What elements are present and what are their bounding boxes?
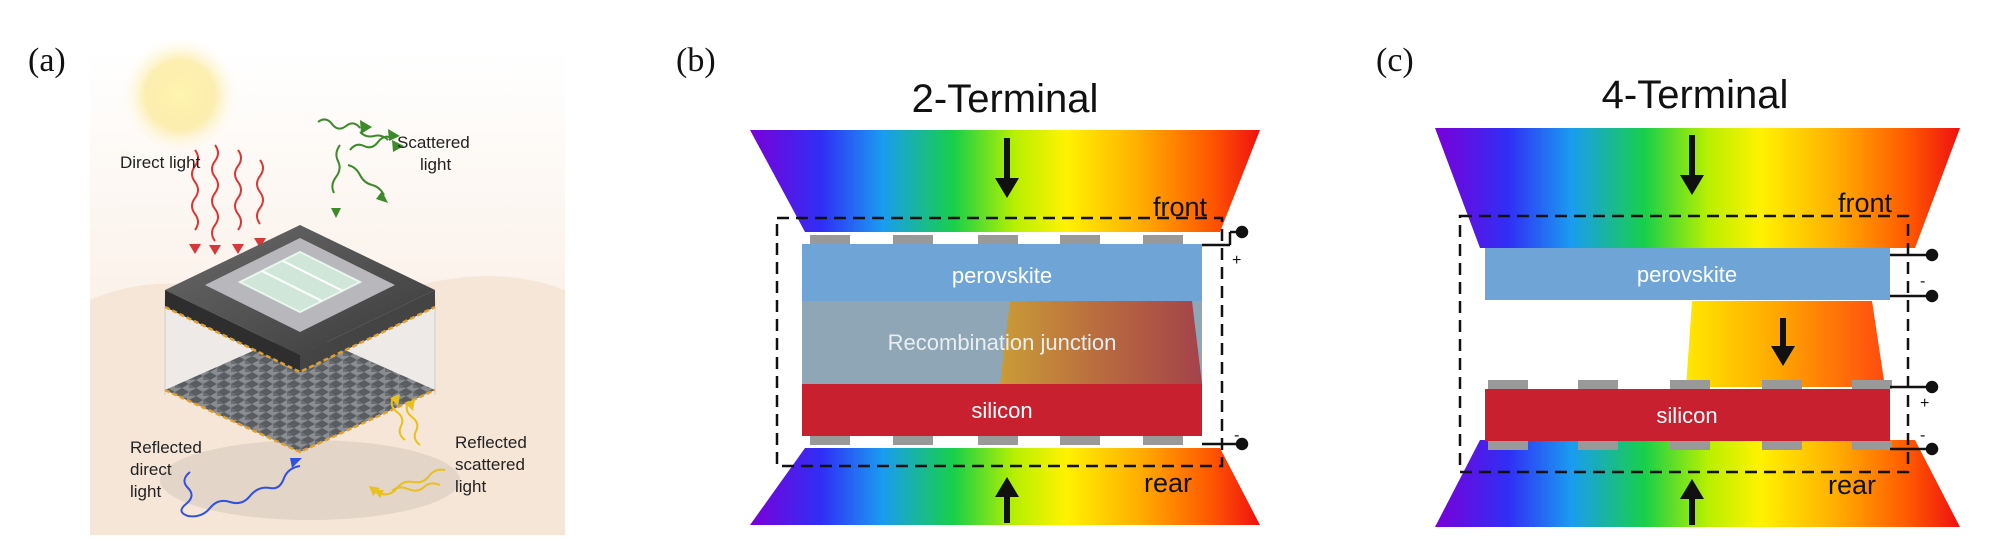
panel-b: (b) 2-Terminal perovskite Recombination …: [660, 0, 1300, 559]
bottom-textured-layer: [165, 330, 435, 452]
scattered-light-arrowheads: [331, 120, 404, 218]
device-boundary: [775, 216, 1224, 468]
panel-label-b: (b): [676, 42, 716, 79]
four-terminal-diagram: 4-Terminal perovskite silicon: [1435, 73, 1960, 527]
silicon-front-contacts: [1488, 380, 1892, 389]
front-label: front: [1153, 192, 1208, 222]
perovskite-label: perovskite: [952, 263, 1052, 288]
spectrum-top: [1435, 128, 1960, 248]
silicon-terminal-minus: -: [1920, 427, 1925, 444]
silicon-label: silicon: [971, 398, 1032, 423]
rear-terminal: [1202, 437, 1249, 451]
perovskite-terminals: [1890, 248, 1939, 303]
perovskite-layer: [1485, 248, 1890, 300]
rear-terminal-minus: -: [1234, 427, 1239, 444]
front-label: front: [1838, 188, 1893, 218]
silicon-layer: [802, 384, 1202, 436]
rear-light-arrow: [1680, 479, 1704, 525]
front-terminal-plus: +: [1232, 252, 1241, 269]
perovskite-terminal-minus: -: [1920, 273, 1925, 290]
title-4-terminal: 4-Terminal: [1602, 73, 1789, 117]
silicon-rear-contacts: [1488, 441, 1892, 450]
reflected-direct-arrowhead: [290, 458, 302, 468]
label-reflected-scattered-3: light: [455, 477, 486, 496]
silicon-label: silicon: [1656, 403, 1717, 428]
title-2-terminal: 2-Terminal: [912, 77, 1099, 121]
panel-c: (c) 4-Terminal perovskite silicon: [1360, 0, 2000, 559]
transmitted-light-arrow: [1771, 318, 1795, 366]
label-reflected-direct-2: direct: [130, 460, 172, 479]
direct-light-arrowheads: [189, 238, 266, 255]
rear-label: rear: [1144, 468, 1192, 498]
scattered-light-rays: [317, 118, 393, 196]
spectrum-bottom: [1435, 440, 1960, 527]
silicon-layer: [1485, 389, 1890, 441]
panel-a: (a): [0, 0, 600, 559]
silicon-terminals: [1890, 380, 1939, 456]
incoming-light-arrow: [995, 138, 1019, 198]
reflected-scattered-light-rays: [380, 397, 446, 496]
junction-label: Recombination junction: [888, 330, 1117, 355]
device-right-side: [300, 290, 435, 372]
rear-label: rear: [1828, 470, 1876, 500]
label-reflected-direct-3: light: [130, 482, 161, 501]
device-boundary: [1458, 214, 1910, 474]
device-left-side: [165, 290, 300, 372]
label-scattered-light-1: Scattered: [397, 133, 470, 152]
panel-label-c: (c): [1376, 42, 1414, 79]
sun-icon: [122, 37, 238, 153]
solar-cell-illustration: Direct light Scattered light Reflected d…: [90, 37, 565, 535]
ground-shadow: [160, 440, 460, 520]
direct-light-rays: [191, 144, 264, 242]
perovskite-label: perovskite: [1637, 262, 1737, 287]
device-active-area: [237, 250, 363, 314]
label-direct-light: Direct light: [120, 153, 201, 172]
silicon-terminal-plus: +: [1920, 395, 1929, 412]
two-terminal-diagram: 2-Terminal perovskite Recombination junc…: [750, 77, 1260, 525]
label-reflected-scattered-1: Reflected: [455, 433, 527, 452]
label-reflected-scattered-2: scattered: [455, 455, 525, 474]
rear-light-arrow: [995, 477, 1019, 523]
front-contacts: [810, 235, 1183, 244]
junction-light-beam: [1000, 301, 1202, 384]
label-reflected-direct-1: Reflected: [130, 438, 202, 457]
front-terminal: [1202, 225, 1249, 247]
perovskite-layer: [802, 244, 1202, 301]
label-scattered-light-2: light: [420, 155, 451, 174]
panel-label-a: (a): [28, 42, 66, 79]
rear-contacts: [810, 436, 1183, 445]
incoming-light-arrow: [1680, 135, 1704, 195]
reflected-scattered-arrowheads: [369, 394, 415, 498]
reflected-direct-light-ray: [180, 465, 301, 518]
